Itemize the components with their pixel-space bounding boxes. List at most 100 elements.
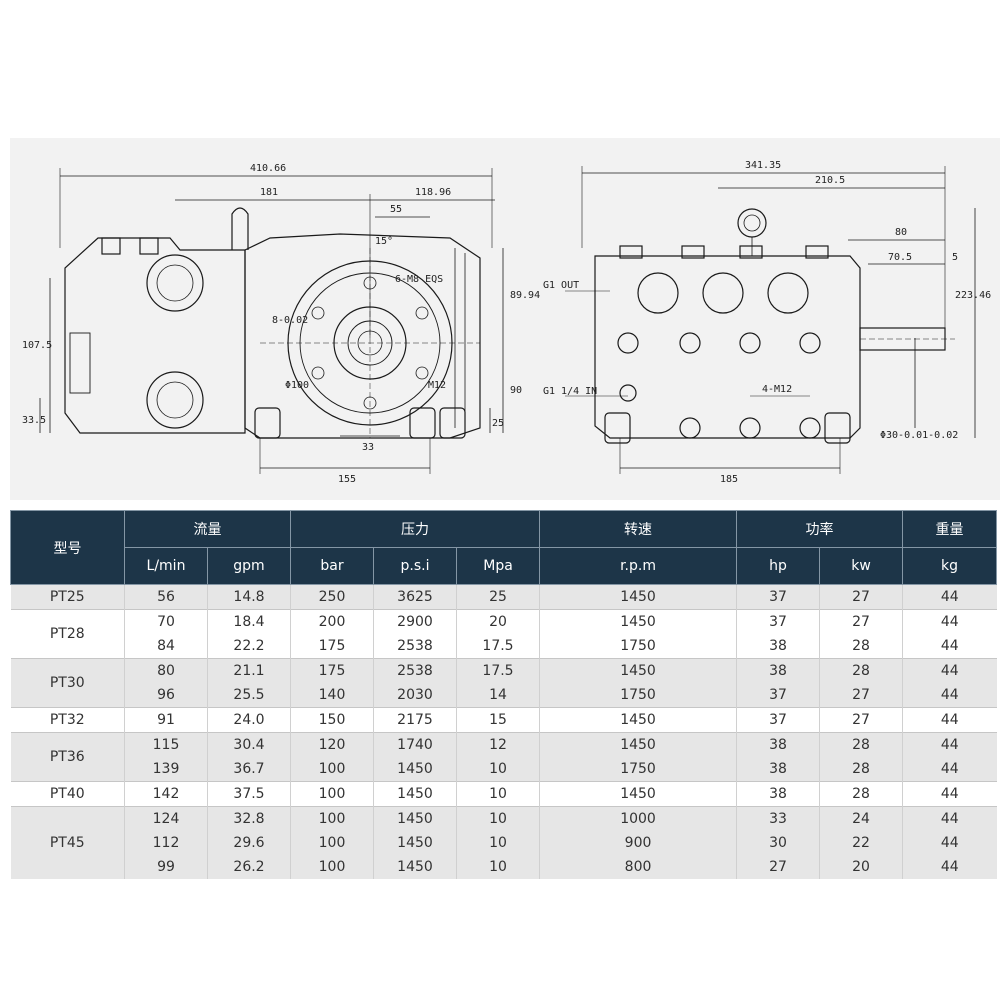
table-cell: 36.7	[207, 757, 291, 782]
table-cell: 1740	[373, 732, 457, 757]
subheader-kw: kw	[819, 547, 904, 585]
table-cell: 1450	[373, 855, 457, 879]
table-cell: 44	[902, 806, 997, 831]
table-cell: 22	[819, 831, 904, 855]
table-cell: 28	[819, 634, 904, 659]
model-cell: PT32	[10, 707, 125, 733]
table-cell: 139	[124, 757, 208, 782]
technical-drawing: 410.66 181 118.96 55 15° 6-M8 EQS 8-0.02…	[10, 138, 1000, 500]
dim-inlet: G1 1/4 IN	[543, 386, 597, 397]
table-cell: 1450	[373, 831, 457, 855]
table-cell: 124	[124, 806, 208, 831]
dim-70: 70.5	[888, 252, 912, 263]
header-pressure: 压力	[289, 510, 541, 548]
table-cell: 26.2	[207, 855, 291, 879]
table-cell: 22.2	[207, 634, 291, 659]
table-cell: 1450	[539, 707, 738, 733]
table-cell: 80	[124, 658, 208, 683]
table-cell: 24.0	[207, 707, 291, 733]
table-cell: 44	[902, 683, 997, 708]
table-header: 型号 流量 压力 转速 功率 重量 L/min gpm bar p.s.i Mp…	[10, 510, 998, 585]
table-cell: 18.4	[207, 609, 291, 634]
dim-m12: M12	[428, 380, 446, 391]
table-cell: 1450	[539, 658, 738, 683]
table-cell: 1450	[373, 757, 457, 782]
model-cell: PT36	[10, 732, 125, 782]
table-cell: 14	[456, 683, 541, 708]
table-cell: 37	[736, 707, 821, 733]
dim-181: 181	[260, 187, 278, 198]
table-cell: 32.8	[207, 806, 291, 831]
table-cell: 37	[736, 609, 821, 634]
dim-shaft: Φ30-0.01-0.02	[880, 430, 958, 441]
model-cell: PT40	[10, 781, 125, 807]
table-cell: 44	[902, 781, 997, 807]
subheader-bar: bar	[290, 547, 374, 585]
subheader-kg: kg	[902, 547, 998, 585]
table-cell: 10	[456, 757, 541, 782]
header-power: 功率	[736, 510, 904, 548]
table-cell: 2538	[373, 634, 457, 659]
table-cell: 900	[539, 831, 738, 855]
table-cell: 1450	[539, 584, 738, 610]
table-cell: 142	[124, 781, 208, 807]
left-pump-view	[39, 168, 504, 474]
table-cell: 33	[736, 806, 821, 831]
subheader-psi: p.s.i	[373, 547, 457, 585]
dim-89: 89.94	[510, 290, 540, 301]
table-cell: 84	[124, 634, 208, 659]
table-cell: 20	[819, 855, 904, 879]
table-cell: 30	[736, 831, 821, 855]
table-cell: 1750	[539, 757, 738, 782]
table-cell: 100	[290, 757, 374, 782]
model-cell: PT30	[10, 658, 125, 708]
subheader-hp: hp	[736, 547, 821, 585]
dim-80: 80	[895, 227, 907, 238]
table-cell: 44	[902, 707, 997, 733]
table-cell: 112	[124, 831, 208, 855]
table-cell: 70	[124, 609, 208, 634]
table-cell: 37	[736, 683, 821, 708]
table-cell: 10	[456, 781, 541, 807]
table-cell: 44	[902, 634, 997, 659]
dim-155: 155	[338, 474, 356, 485]
table-cell: 3625	[373, 584, 457, 610]
table-cell: 24	[819, 806, 904, 831]
table-cell: 27	[819, 707, 904, 733]
table-cell: 44	[902, 732, 997, 757]
header-model: 型号	[10, 510, 125, 585]
table-cell: 14.8	[207, 584, 291, 610]
header-weight: 重量	[902, 510, 998, 548]
table-cell: 96	[124, 683, 208, 708]
spec-table: 型号 流量 压力 转速 功率 重量 L/min gpm bar p.s.i Mp…	[10, 510, 998, 879]
table-cell: 44	[902, 831, 997, 855]
table-cell: 44	[902, 584, 997, 610]
table-cell: 120	[290, 732, 374, 757]
table-cell: 15	[456, 707, 541, 733]
table-cell: 140	[290, 683, 374, 708]
table-cell: 27	[736, 855, 821, 879]
table-cell: 17.5	[456, 634, 541, 659]
model-cell: PT28	[10, 609, 125, 659]
table-cell: 38	[736, 732, 821, 757]
table-cell: 12	[456, 732, 541, 757]
table-cell: 10	[456, 806, 541, 831]
dim-bolts-left: 6-M8 EQS	[395, 274, 443, 285]
table-cell: 30.4	[207, 732, 291, 757]
table-cell: 100	[290, 855, 374, 879]
table-cell: 56	[124, 584, 208, 610]
table-cell: 1750	[539, 683, 738, 708]
table-cell: 44	[902, 855, 997, 879]
dim-90: 90	[510, 385, 522, 396]
